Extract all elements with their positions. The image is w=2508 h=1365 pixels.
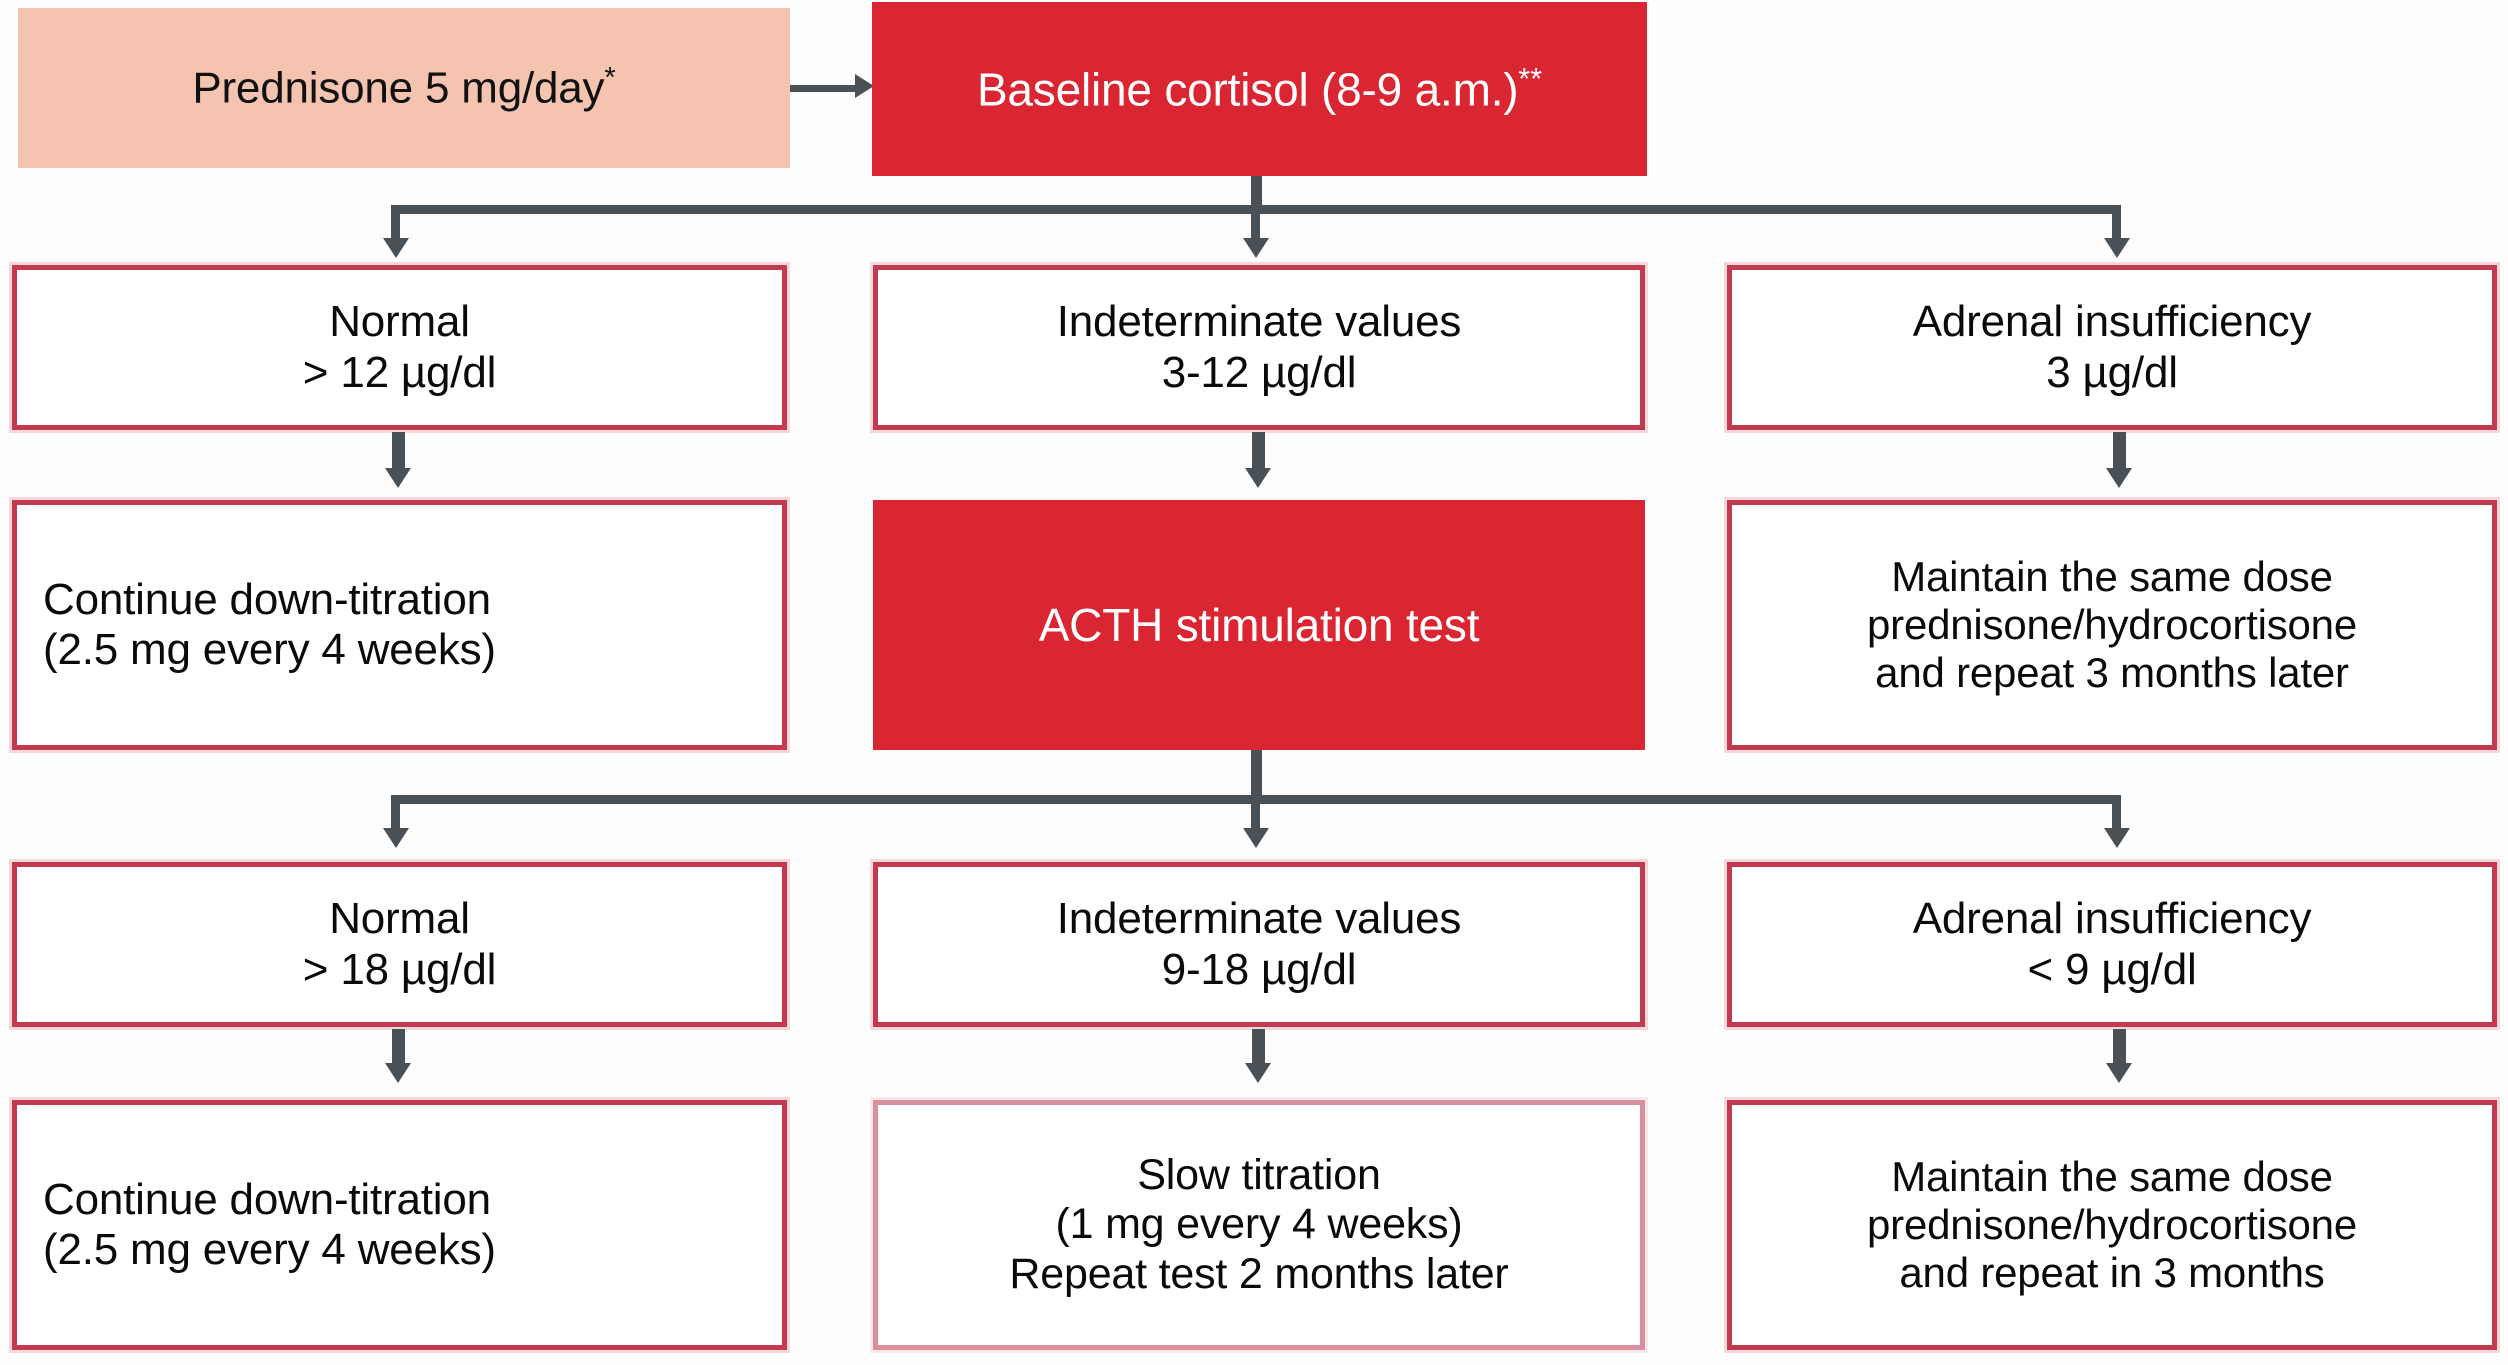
connector-baseline-indeterminate-arrowhead — [1243, 238, 1269, 258]
node-acth-normal-action-line2: (2.5 mg every 4 weeks) — [43, 1225, 496, 1274]
node-baseline-indeterminate-line2: 3-12 µg/dl — [1161, 347, 1357, 397]
node-baseline-normal-line2: > 12 µg/dl — [302, 347, 497, 397]
connector-indeterminate-to-acth-arrowhead — [1245, 468, 1271, 488]
node-baseline-indeterminate[interactable]: Indeterminate values 3-12 µg/dl — [873, 265, 1645, 430]
connector-acth-normal-drop — [391, 795, 400, 833]
node-acth-insufficiency-action-line1: Maintain the same dose — [1891, 1153, 2333, 1201]
connector-baseline-normal-drop — [391, 205, 400, 243]
node-baseline-insufficiency-action[interactable]: Maintain the same dose prednisone/hydroc… — [1727, 500, 2497, 750]
node-acth-indeterminate-action-line3: Repeat test 2 months later — [1009, 1249, 1509, 1298]
connector-acth-normal-to-action-line — [392, 1029, 405, 1071]
node-baseline-normal-line1: Normal — [329, 297, 470, 347]
node-acth-test[interactable]: ACTH stimulation test — [873, 500, 1645, 750]
node-prednisone[interactable]: Prednisone 5 mg/day* — [18, 8, 790, 168]
node-baseline-insufficiency-action-line2: prednisone/hydrocortisone — [1867, 601, 2357, 649]
connector-acth-indeterminate-to-action-arrowhead — [1245, 1063, 1271, 1083]
node-acth-normal-line2: > 18 µg/dl — [302, 944, 497, 994]
node-acth-indeterminate[interactable]: Indeterminate values 9-18 µg/dl — [873, 862, 1645, 1027]
node-acth-indeterminate-line2: 9-18 µg/dl — [1161, 944, 1357, 994]
node-acth-insufficiency[interactable]: Adrenal insufficiency < 9 µg/dl — [1727, 862, 2497, 1027]
connector-acth-insufficiency-drop — [2112, 795, 2121, 833]
footnote-marker-double-asterisk: ** — [1518, 62, 1543, 96]
connector-baseline-indeterminate-drop — [1251, 205, 1260, 243]
node-baseline-normal[interactable]: Normal > 12 µg/dl — [12, 265, 787, 430]
footnote-marker-single-asterisk: * — [604, 62, 616, 95]
connector-baseline-insufficiency-drop — [2112, 205, 2121, 243]
node-acth-insufficiency-action[interactable]: Maintain the same dose prednisone/hydroc… — [1727, 1100, 2497, 1350]
connector-insufficiency-to-action-line — [2113, 432, 2126, 476]
connector-acth-insufficiency-to-action-line — [2113, 1029, 2126, 1071]
node-acth-insufficiency-line2: < 9 µg/dl — [2027, 944, 2197, 994]
node-acth-indeterminate-action-line2: (1 mg every 4 weeks) — [1055, 1200, 1463, 1249]
node-baseline-normal-action-line2: (2.5 mg every 4 weeks) — [43, 625, 496, 674]
node-prednisone-label: Prednisone 5 mg/day* — [192, 62, 616, 113]
node-acth-insufficiency-line1: Adrenal insufficiency — [1912, 894, 2312, 944]
node-acth-normal-line1: Normal — [329, 894, 470, 944]
node-baseline-insufficiency[interactable]: Adrenal insufficiency 3 µg/dl — [1727, 265, 2497, 430]
connector-normal-to-action-line — [392, 432, 405, 476]
node-baseline-normal-action[interactable]: Continue down-titration (2.5 mg every 4 … — [12, 500, 787, 750]
connector-prednisone-to-baseline-arrowhead — [855, 74, 874, 98]
node-baseline-cortisol[interactable]: Baseline cortisol (8-9 a.m.)** — [872, 2, 1647, 176]
node-baseline-insufficiency-action-line3: and repeat 3 months later — [1875, 648, 2349, 696]
node-acth-indeterminate-action[interactable]: Slow titration (1 mg every 4 weeks) Repe… — [873, 1100, 1645, 1350]
node-baseline-indeterminate-line1: Indeterminate values — [1056, 297, 1462, 347]
connector-acth-normal-arrowhead — [383, 828, 409, 848]
node-acth-normal-action-line1: Continue down-titration — [43, 1174, 491, 1224]
node-baseline-normal-action-line1: Continue down-titration — [43, 574, 491, 624]
node-acth-normal-action[interactable]: Continue down-titration (2.5 mg every 4 … — [12, 1100, 787, 1350]
node-baseline-insufficiency-action-line1: Maintain the same dose — [1891, 553, 2333, 601]
connector-acth-stem — [1251, 750, 1262, 795]
connector-acth-insufficiency-arrowhead — [2104, 828, 2130, 848]
connector-baseline-insufficiency-arrowhead — [2104, 238, 2130, 258]
node-acth-insufficiency-action-line2: prednisone/hydrocortisone — [1867, 1201, 2357, 1249]
node-baseline-insufficiency-line2: 3 µg/dl — [2046, 347, 2178, 397]
node-baseline-insufficiency-line1: Adrenal insufficiency — [1912, 297, 2312, 347]
connector-acth-indeterminate-to-action-line — [1252, 1029, 1265, 1071]
connector-indeterminate-to-acth-line — [1252, 432, 1265, 476]
connector-acth-insufficiency-to-action-arrowhead — [2106, 1063, 2132, 1083]
connector-normal-to-action-arrowhead — [385, 468, 411, 488]
node-acth-normal[interactable]: Normal > 18 µg/dl — [12, 862, 787, 1027]
connector-acth-indeterminate-arrowhead — [1243, 828, 1269, 848]
connector-prednisone-to-baseline-line — [790, 85, 862, 92]
node-acth-indeterminate-line1: Indeterminate values — [1056, 894, 1462, 944]
node-acth-insufficiency-action-line3: and repeat in 3 months — [1899, 1248, 2325, 1296]
connector-baseline-stem — [1251, 176, 1262, 212]
node-acth-indeterminate-action-line1: Slow titration — [1137, 1151, 1381, 1200]
node-baseline-cortisol-label: Baseline cortisol (8-9 a.m.)** — [976, 62, 1543, 115]
connector-acth-indeterminate-drop — [1251, 795, 1260, 833]
connector-acth-normal-to-action-arrowhead — [385, 1063, 411, 1083]
connector-baseline-normal-arrowhead — [383, 238, 409, 258]
connector-insufficiency-to-action-arrowhead — [2106, 468, 2132, 488]
node-acth-test-label: ACTH stimulation test — [1038, 598, 1480, 651]
